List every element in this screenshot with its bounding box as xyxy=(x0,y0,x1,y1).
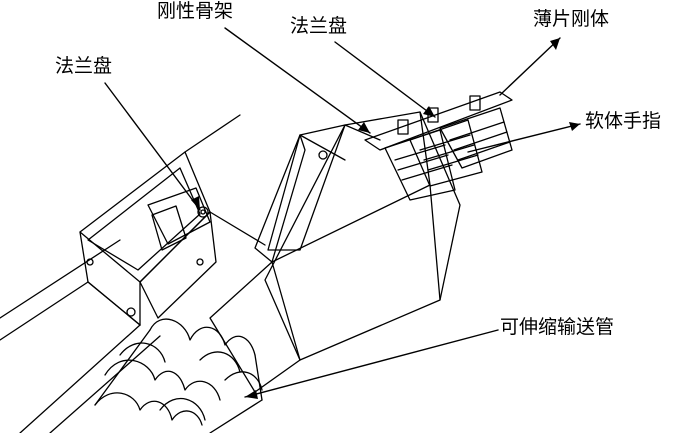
arrow-tube xyxy=(245,390,258,399)
label-telescopic-tube: 可伸缩输送管 xyxy=(500,316,615,338)
leader-flange-top xyxy=(334,41,436,118)
label-rigid-frame: 刚性骨架 xyxy=(157,0,234,22)
leader-soft-finger xyxy=(467,123,581,153)
leader-thin-rigid xyxy=(499,37,561,96)
finger-cluster xyxy=(364,91,513,201)
arrow-thin-rigid xyxy=(550,38,560,50)
leader-rigid-frame xyxy=(224,27,371,134)
label-thin-rigid-body: 薄片刚体 xyxy=(533,8,610,30)
main-housing xyxy=(209,111,461,393)
rigid-frame xyxy=(254,124,381,263)
leader-flange-left xyxy=(104,82,201,211)
corrugated-tube xyxy=(94,318,263,433)
label-flange-left: 法兰盘 xyxy=(55,55,113,77)
arrow-rigid-frame xyxy=(358,122,370,133)
arrow-flange-left xyxy=(191,196,200,210)
arrow-flange-top xyxy=(423,106,435,117)
left-flange-box xyxy=(79,114,266,326)
leader-lines xyxy=(104,27,581,398)
label-soft-finger: 软体手指 xyxy=(585,110,662,132)
label-flange-top: 法兰盘 xyxy=(290,15,348,37)
leader-tube xyxy=(244,329,499,398)
arrow-soft-finger xyxy=(569,122,580,131)
arrowheads xyxy=(191,38,580,399)
